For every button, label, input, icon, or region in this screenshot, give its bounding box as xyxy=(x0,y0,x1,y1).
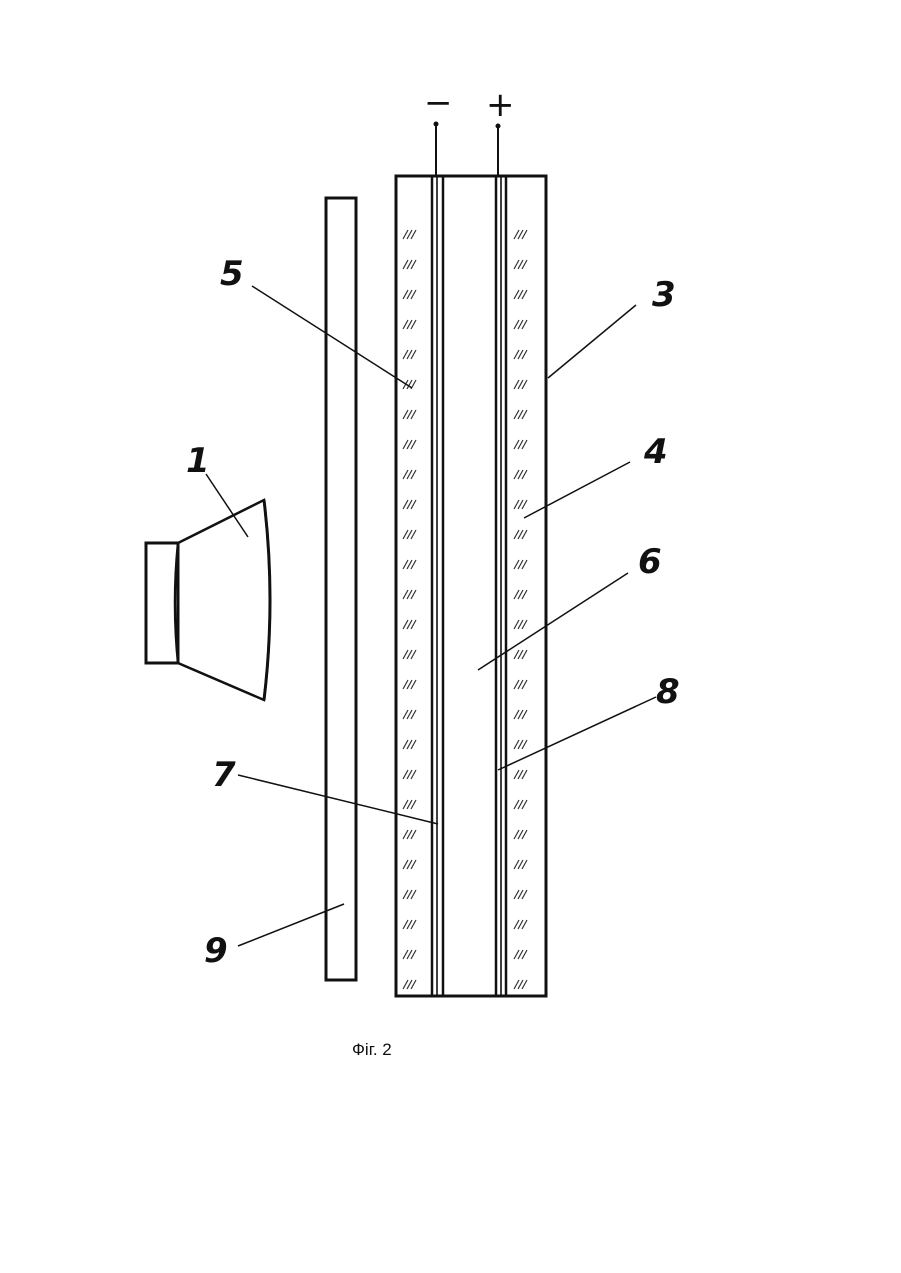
leader-8 xyxy=(498,697,656,770)
electrolyte-hatch-right xyxy=(514,230,527,989)
lamp-lens-edge xyxy=(264,500,270,700)
leader-7 xyxy=(238,775,438,824)
leader-5 xyxy=(252,286,412,388)
leader-4 xyxy=(524,462,630,518)
label-electrode-right: 8 xyxy=(656,672,680,712)
lamp-base xyxy=(146,543,178,663)
label-lamp: 1 xyxy=(186,441,210,481)
cell-outer-frame xyxy=(396,176,546,996)
label-electrolyte: 4 xyxy=(643,432,668,472)
lamp-reflector xyxy=(175,500,270,700)
polarity-positive: + xyxy=(486,85,515,125)
polarity-negative: − xyxy=(424,83,453,123)
electrolyte-hatch-left xyxy=(403,230,416,989)
label-filter-plate: 9 xyxy=(204,931,228,971)
leader-3 xyxy=(548,305,636,378)
label-outer-layer: 3 xyxy=(652,275,676,315)
leader-1 xyxy=(206,474,248,537)
leader-9 xyxy=(238,904,344,946)
figure-caption: Фіг. 2 xyxy=(352,1040,392,1060)
label-electrode-left: 7 xyxy=(212,755,236,795)
label-electrolyte-left: 5 xyxy=(220,254,244,294)
filter-plate xyxy=(326,198,356,980)
label-middle-layer: 6 xyxy=(638,542,662,582)
